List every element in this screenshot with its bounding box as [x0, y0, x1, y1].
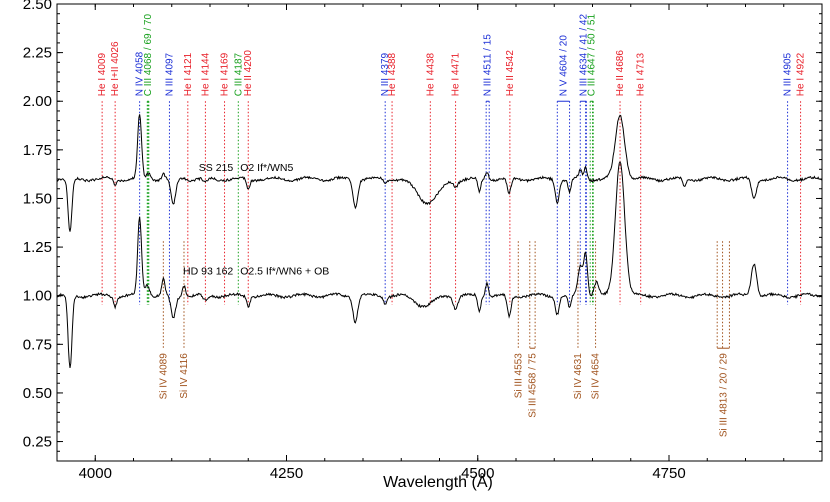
star-type-0: O2 If*/WN5	[240, 162, 293, 174]
x-axis-title: Wavelength (Å)	[383, 472, 493, 491]
y-tick-label-5: 1.50	[23, 190, 52, 207]
axes-layer: 4000 4250 4500 4750 0.25 0.50 0.75 1.00 1.25 1.50…	[23, 0, 823, 482]
line-label-16: N V 4604 / 20	[558, 35, 569, 97]
x-tick-label-0: 4000	[79, 465, 112, 482]
si-label-0: Si IV 4089	[158, 353, 169, 400]
line-label-3: C III 4068 / 69 / 70	[143, 14, 154, 97]
line-label-4: N III 4097	[164, 52, 175, 96]
si-label-6: Si III 4813 / 20 / 29	[718, 353, 729, 437]
line-label-5: He I 4121	[183, 52, 194, 96]
y-tick-label-2: 0.75	[23, 336, 52, 353]
line-label-22: He I 4922	[796, 52, 807, 96]
line-label-1: He I+II 4026	[110, 41, 121, 96]
line-label-17: N III 4634 / 41 / 42	[578, 14, 589, 97]
si-label-5: Si IV 4654	[591, 353, 602, 400]
y-tick-label-0: 0.25	[23, 434, 52, 451]
spectrum-line-0	[56, 114, 823, 232]
line-label-9: He II 4200	[243, 50, 254, 97]
si-label-2: Si III 4553	[513, 353, 524, 398]
x-tick-label-2: 4500	[461, 465, 494, 482]
line-label-7: He I 4169	[220, 52, 231, 96]
star-type-1: O2.5 If*/WN6 + OB	[240, 265, 329, 277]
line-label-11: He I 4388	[387, 52, 398, 96]
line-label-18: C III 4647 / 50 / 51	[587, 14, 598, 97]
line-label-8: C III 4187	[233, 52, 244, 96]
x-tick-label-3: 4750	[652, 465, 685, 482]
line-label-20: He I 4713	[636, 52, 647, 96]
star-name-0: SS 215	[199, 162, 234, 174]
line-label-21: N III 4905	[783, 52, 794, 96]
line-label-0: He I 4009	[97, 52, 108, 96]
y-tick-label-7: 2.00	[23, 93, 52, 110]
line-label-2: N IV 4058	[135, 51, 146, 96]
line-label-15: He II 4542	[505, 50, 516, 97]
line-label-10: N III 4379	[380, 52, 391, 96]
line-label-13: He I 4471	[451, 52, 462, 96]
y-tick-label-3: 1.00	[23, 288, 52, 305]
spectra-layer: SS 215 O2 If*/WN5 HD 93 162 O2.5 If*/WN6 + …	[56, 114, 823, 369]
line-label-12: He I 4438	[425, 52, 436, 96]
y-tick-label-9: 2.50	[23, 0, 52, 13]
line-label-6: He I 4144	[200, 52, 211, 96]
y-tick-label-6: 1.75	[23, 142, 52, 159]
si-label-4: Si IV 4631	[573, 353, 584, 400]
si-label-1: Si IV 4116	[179, 353, 190, 399]
spectrum-line-1	[56, 160, 823, 369]
star-name-1: HD 93 162	[183, 265, 233, 277]
y-tick-label-1: 0.50	[23, 385, 52, 402]
y-tick-label-4: 1.25	[23, 239, 52, 256]
line-label-14: N III 4511 / 15	[483, 34, 494, 97]
line-label-19: He II 4686	[615, 50, 626, 97]
y-tick-label-8: 2.25	[23, 45, 52, 62]
x-tick-label-1: 4250	[270, 465, 303, 482]
si-label-3: Si III 4568 / 75	[527, 353, 538, 418]
